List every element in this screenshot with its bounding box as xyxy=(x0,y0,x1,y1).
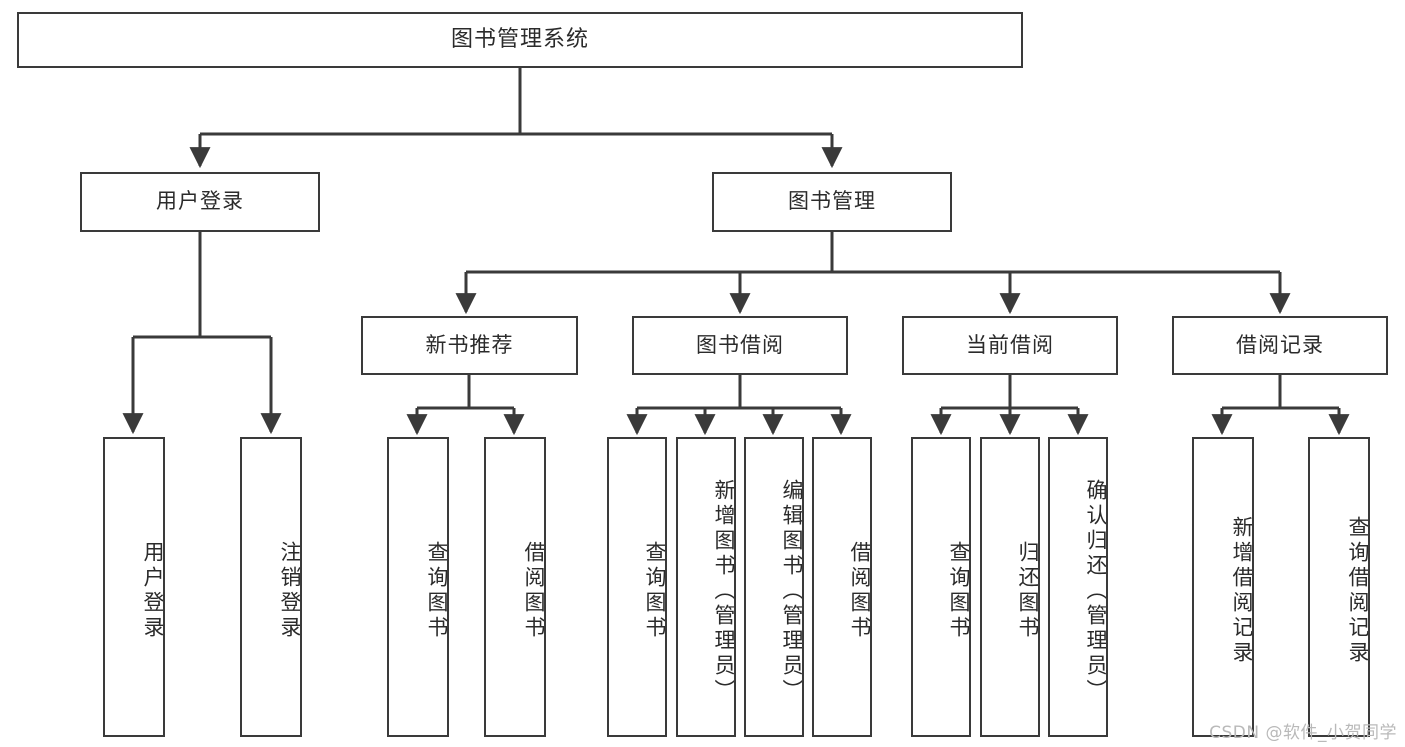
node-label: 借阅图书 xyxy=(848,541,872,641)
node-leaf-borrow-book-1[interactable]: 借阅图书 xyxy=(484,437,546,737)
node-label: 编辑图书（管理员） xyxy=(780,478,804,704)
node-leaf-query-book-3[interactable]: 查询图书 xyxy=(911,437,971,737)
node-label: 注销登录 xyxy=(278,541,302,641)
node-leaf-query-record[interactable]: 查询借阅记录 xyxy=(1308,437,1370,737)
csdn-watermark: CSDN @软件_小贺同学 xyxy=(1209,723,1397,743)
node-user-login[interactable]: 用户登录 xyxy=(80,172,320,232)
node-leaf-query-book-2[interactable]: 查询图书 xyxy=(607,437,667,737)
node-book-manage[interactable]: 图书管理 xyxy=(712,172,952,232)
node-label: 查询借阅记录 xyxy=(1346,516,1370,666)
node-label: 新增图书（管理员） xyxy=(712,478,736,704)
node-leaf-add-record[interactable]: 新增借阅记录 xyxy=(1192,437,1254,737)
node-label: 查询图书 xyxy=(947,541,971,641)
node-leaf-add-book[interactable]: 新增图书（管理员） xyxy=(676,437,736,737)
node-borrow-record[interactable]: 借阅记录 xyxy=(1172,316,1388,375)
node-book-borrow[interactable]: 图书借阅 xyxy=(632,316,848,375)
node-leaf-logout[interactable]: 注销登录 xyxy=(240,437,302,737)
node-current-borrow[interactable]: 当前借阅 xyxy=(902,316,1118,375)
node-label: 查询图书 xyxy=(425,541,449,641)
node-new-book-rec[interactable]: 新书推荐 xyxy=(361,316,578,375)
node-label: 查询图书 xyxy=(643,541,667,641)
node-label: 用户登录 xyxy=(141,541,165,641)
node-label: 借阅图书 xyxy=(522,541,546,641)
node-leaf-borrow-book-2[interactable]: 借阅图书 xyxy=(812,437,872,737)
node-leaf-edit-book[interactable]: 编辑图书（管理员） xyxy=(744,437,804,737)
node-label: 新增借阅记录 xyxy=(1230,516,1254,666)
node-leaf-user-login[interactable]: 用户登录 xyxy=(103,437,165,737)
node-root[interactable]: 图书管理系统 xyxy=(17,12,1023,68)
node-label: 确认归还（管理员） xyxy=(1084,478,1108,704)
node-leaf-return-book[interactable]: 归还图书 xyxy=(980,437,1040,737)
node-leaf-confirm-return[interactable]: 确认归还（管理员） xyxy=(1048,437,1108,737)
node-leaf-query-book-1[interactable]: 查询图书 xyxy=(387,437,449,737)
node-label: 归还图书 xyxy=(1016,541,1040,641)
